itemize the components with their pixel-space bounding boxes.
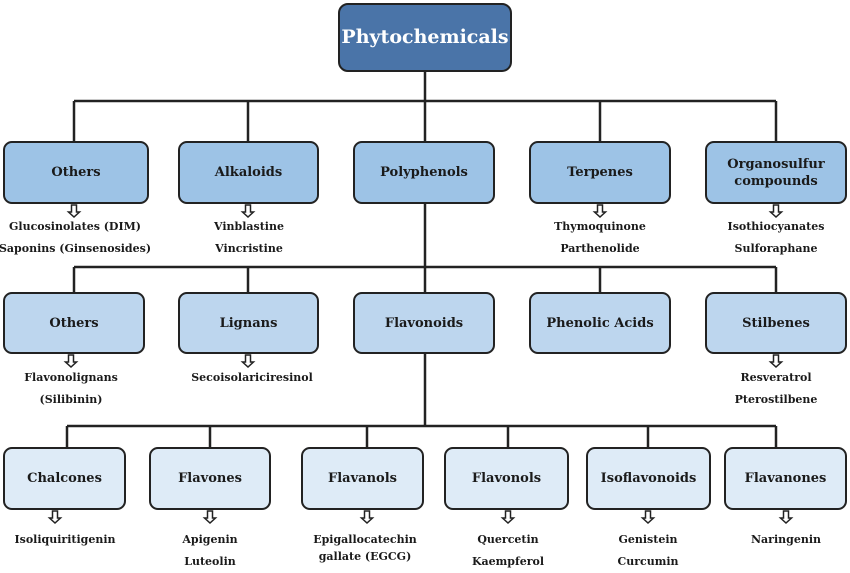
example-text: Thymoquinone bbox=[554, 220, 646, 233]
node-label: Terpenes bbox=[567, 165, 633, 180]
node-others-level2: Others bbox=[3, 292, 145, 354]
node-phenolic-acids: Phenolic Acids bbox=[529, 292, 671, 354]
node-label: Others bbox=[51, 165, 101, 180]
example-text: Resveratrol bbox=[740, 371, 812, 384]
example-text: Luteolin bbox=[184, 555, 236, 568]
down-arrow-icon bbox=[63, 354, 79, 369]
example-text: Sulforaphane bbox=[734, 242, 818, 255]
node-label: Chalcones bbox=[27, 471, 102, 486]
node-lignans: Lignans bbox=[178, 292, 319, 354]
down-arrow-icon bbox=[592, 204, 608, 219]
node-others-level1: Others bbox=[3, 141, 149, 204]
example-text: Naringenin bbox=[750, 533, 822, 546]
node-label: Flavonols bbox=[471, 471, 542, 486]
example-text: Vinblastine bbox=[214, 220, 284, 233]
node-label: Others bbox=[49, 315, 99, 331]
down-arrow-icon bbox=[47, 510, 63, 525]
down-arrow-icon bbox=[768, 204, 784, 219]
node-alkaloids: Alkaloids bbox=[178, 141, 319, 204]
down-arrow-icon bbox=[500, 510, 516, 525]
node-flavonols: Flavonols bbox=[444, 447, 569, 510]
example-text: Pterostilbene bbox=[734, 393, 818, 406]
down-arrow-icon bbox=[768, 354, 784, 369]
node-label: Stilbenes bbox=[742, 315, 810, 331]
root-node: Phytochemicals bbox=[338, 3, 512, 72]
example-text: Vincristine bbox=[215, 242, 283, 255]
node-isoflavonoids: Isoflavonoids bbox=[586, 447, 711, 510]
example-text: Flavonolignans bbox=[24, 371, 118, 384]
example-text: Saponins (Ginsenosides) bbox=[0, 242, 152, 255]
node-flavonoids: Flavonoids bbox=[353, 292, 495, 354]
example-text: Apigenin bbox=[182, 533, 238, 546]
down-arrow-icon bbox=[66, 204, 82, 219]
example-text: Epigallocatechin gallate (EGCG) bbox=[313, 533, 417, 563]
example-text: Secoisolariciresinol bbox=[191, 371, 313, 384]
example-text: Parthenolide bbox=[560, 242, 640, 255]
node-label: Flavonoids bbox=[384, 315, 464, 331]
example-text: Kaempferol bbox=[471, 555, 545, 568]
node-stilbenes: Stilbenes bbox=[705, 292, 847, 354]
example-text: Isothiocyanates bbox=[727, 220, 825, 233]
node-flavanones: Flavanones bbox=[724, 447, 847, 510]
node-label: Alkaloids bbox=[214, 165, 283, 180]
node-organosulfur: Organosulfur compounds bbox=[705, 141, 847, 204]
root-label: Phytochemicals bbox=[341, 26, 509, 48]
node-label: Polyphenols bbox=[380, 165, 468, 180]
node-polyphenols: Polyphenols bbox=[353, 141, 495, 204]
down-arrow-icon bbox=[240, 204, 256, 219]
node-chalcones: Chalcones bbox=[3, 447, 126, 510]
node-label: Lignans bbox=[219, 315, 278, 331]
down-arrow-icon bbox=[202, 510, 218, 525]
example-text: Quercetin bbox=[477, 533, 539, 546]
node-terpenes: Terpenes bbox=[529, 141, 671, 204]
node-label: Organosulfur compounds bbox=[727, 156, 825, 189]
example-text: (Silibinin) bbox=[39, 393, 103, 406]
down-arrow-icon bbox=[359, 510, 375, 525]
node-flavanols: Flavanols bbox=[301, 447, 424, 510]
node-label: Flavones bbox=[178, 471, 242, 486]
node-label: Isoflavonoids bbox=[600, 471, 697, 486]
node-label: Flavanols bbox=[328, 471, 397, 486]
example-text: Glucosinolates (DIM) bbox=[9, 220, 141, 233]
down-arrow-icon bbox=[640, 510, 656, 525]
example-text: Curcumin bbox=[617, 555, 679, 568]
node-label: Flavanones bbox=[744, 471, 827, 486]
node-flavones: Flavones bbox=[149, 447, 271, 510]
node-label: Phenolic Acids bbox=[546, 315, 654, 331]
example-text: Genistein bbox=[618, 533, 678, 546]
down-arrow-icon bbox=[778, 510, 794, 525]
down-arrow-icon bbox=[240, 354, 256, 369]
example-text: Isoliquiritigenin bbox=[14, 533, 116, 546]
